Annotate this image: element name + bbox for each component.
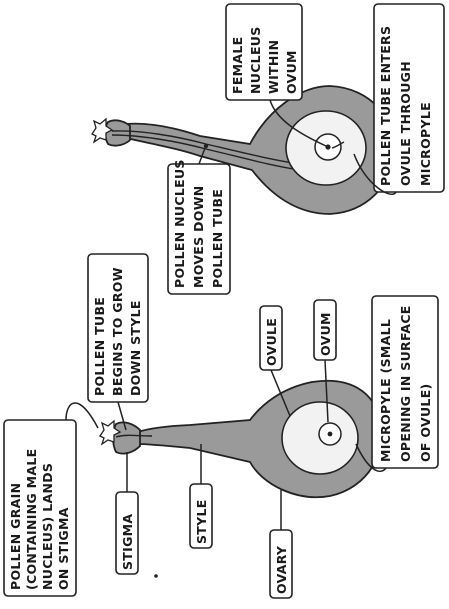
label-pollen-grain-1: POLLEN GRAIN — [8, 483, 23, 590]
pollen-nucleus-dot — [203, 143, 209, 149]
label-box-female-nucleus — [225, 3, 303, 101]
label-box-micropyle — [371, 295, 439, 469]
leader-pollen-grain — [65, 402, 99, 429]
label-pollen-grain-2: (CONTAINING MALE — [24, 449, 39, 590]
label-tube-begins-2: BEGINS TO GROW — [110, 267, 125, 396]
stigma-lower — [112, 421, 141, 455]
label-female-nucleus-2: NUCLEUS — [248, 26, 263, 94]
stigma-upper — [104, 119, 131, 147]
pollen-grain-star — [99, 419, 122, 446]
label-micropyle-3: OF OVULE) — [418, 383, 433, 462]
label-female-nucleus-4: OVUM — [284, 50, 299, 94]
label-box-tube-enters — [373, 3, 445, 193]
carpel-upper — [91, 85, 395, 215]
leader-tube-begins — [117, 401, 127, 431]
label-stigma: STIGMA — [120, 514, 135, 570]
pollen-tube-start — [115, 434, 153, 438]
label-female-nucleus-1: FEMALE — [230, 37, 245, 95]
label-style: STYLE — [194, 499, 209, 544]
stray-dot — [154, 574, 158, 578]
label-pollen-grain-3: NUCLEUS) LANDS — [40, 463, 55, 590]
label-tube-enters-1: POLLEN TUBE ENTERS — [378, 26, 393, 186]
ovum-nucleus-lower — [327, 431, 333, 437]
label-tube-begins-1: POLLEN TUBE — [92, 297, 107, 396]
leader-ovum — [324, 359, 329, 423]
label-tube-begins-3: DOWN STYLE — [128, 300, 143, 396]
female-nucleus-dot — [325, 144, 331, 150]
label-nucleus-moves-2: MOVES DOWN — [191, 185, 206, 288]
label-nucleus-moves-3: POLLEN TUBE — [210, 189, 225, 288]
label-pollen-grain-4: ON STIGMA — [56, 507, 71, 590]
label-ovum: OVUM — [318, 312, 333, 356]
label-female-nucleus-3: WITHIN — [266, 40, 281, 94]
leader-ovule — [270, 369, 291, 417]
label-tube-enters-2: OVULE THROUGH — [398, 61, 413, 186]
carpel-lower — [99, 379, 383, 498]
label-ovary: OVARY — [274, 545, 289, 594]
label-micropyle-2: OPENING IN SURFACE — [398, 305, 413, 462]
leader-female-nucleus — [269, 99, 327, 147]
leader-micropyle — [355, 443, 387, 473]
leader-nucleus-moves — [198, 147, 206, 165]
label-micropyle-1: MICROPYLE (SMALL — [378, 319, 393, 462]
label-tube-enters-3: MICROPYLE — [418, 102, 433, 186]
label-nucleus-moves-1: POLLEN NUCLEUS — [172, 159, 187, 288]
leader-tube-enters — [353, 153, 397, 195]
pollen-grain-star-upper — [91, 117, 114, 144]
pollen-tube-tip — [331, 141, 345, 149]
label-box-pollen-grain — [3, 419, 77, 597]
label-ovule: OVULE — [264, 318, 279, 366]
